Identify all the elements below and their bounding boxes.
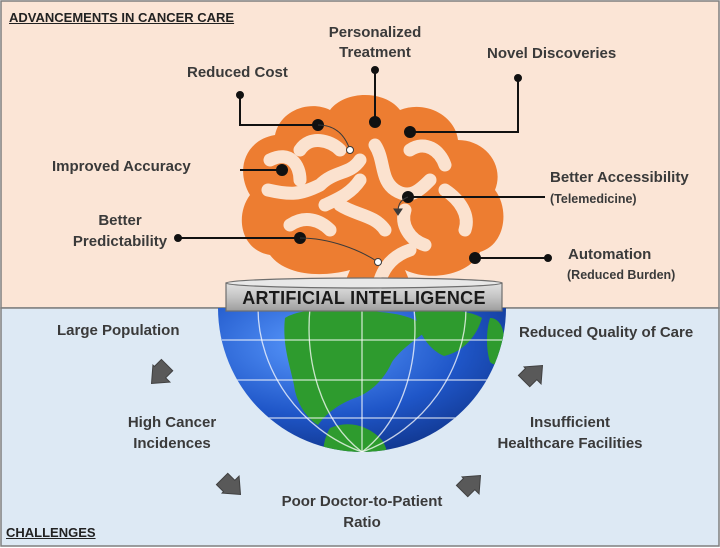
arrow-down-2 [215,472,242,496]
ai-label: ARTIFICIAL INTELLIGENCE [242,288,486,308]
callout-reduced-cost [239,95,318,126]
brain-signal-paths [299,124,409,266]
label-personalized-line1: Personalized [328,24,422,41]
label-reduced-cost: Reduced Cost [187,64,288,81]
label-better-accessibility: Better Accessibility [550,169,689,186]
callout-novel [410,78,519,133]
label-reduced-burden: (Reduced Burden) [567,268,676,282]
arrow-down-1 [150,358,174,385]
label-predictability-line1: Better [98,212,142,229]
label-poor-ratio-line2: Ratio [343,514,381,531]
label-telemedicine: (Telemedicine) [550,192,637,206]
globe-icon [218,308,506,452]
advancements-title: ADVANCEMENTS IN CANCER CARE [9,10,235,25]
ai-platform [225,277,503,312]
label-insufficient-line2: Healthcare Facilities [497,435,643,452]
callout-lines [174,66,552,264]
label-large-population: Large Population [57,322,180,339]
label-insufficient-line1: Insufficient [529,414,610,431]
label-high-cancer-line2: Incidences [133,435,211,452]
challenges-title: CHALLENGES [6,525,96,540]
arrow-up-2 [517,364,544,388]
label-automation: Automation [568,246,652,263]
label-high-cancer-line1: High Cancer [127,414,217,431]
brain-icon [241,95,504,287]
arrow-up-1 [455,474,482,498]
cycle-arrows [150,358,544,498]
label-improved-accuracy: Improved Accuracy [52,158,191,175]
label-novel-discoveries: Novel Discoveries [487,45,617,62]
label-poor-ratio-line1: Poor Doctor-to-Patient [281,493,443,510]
label-predictability-line2: Predictability [72,233,168,250]
label-personalized-line2: Treatment [339,44,411,61]
label-reduced-quality: Reduced Quality of Care [519,324,694,341]
